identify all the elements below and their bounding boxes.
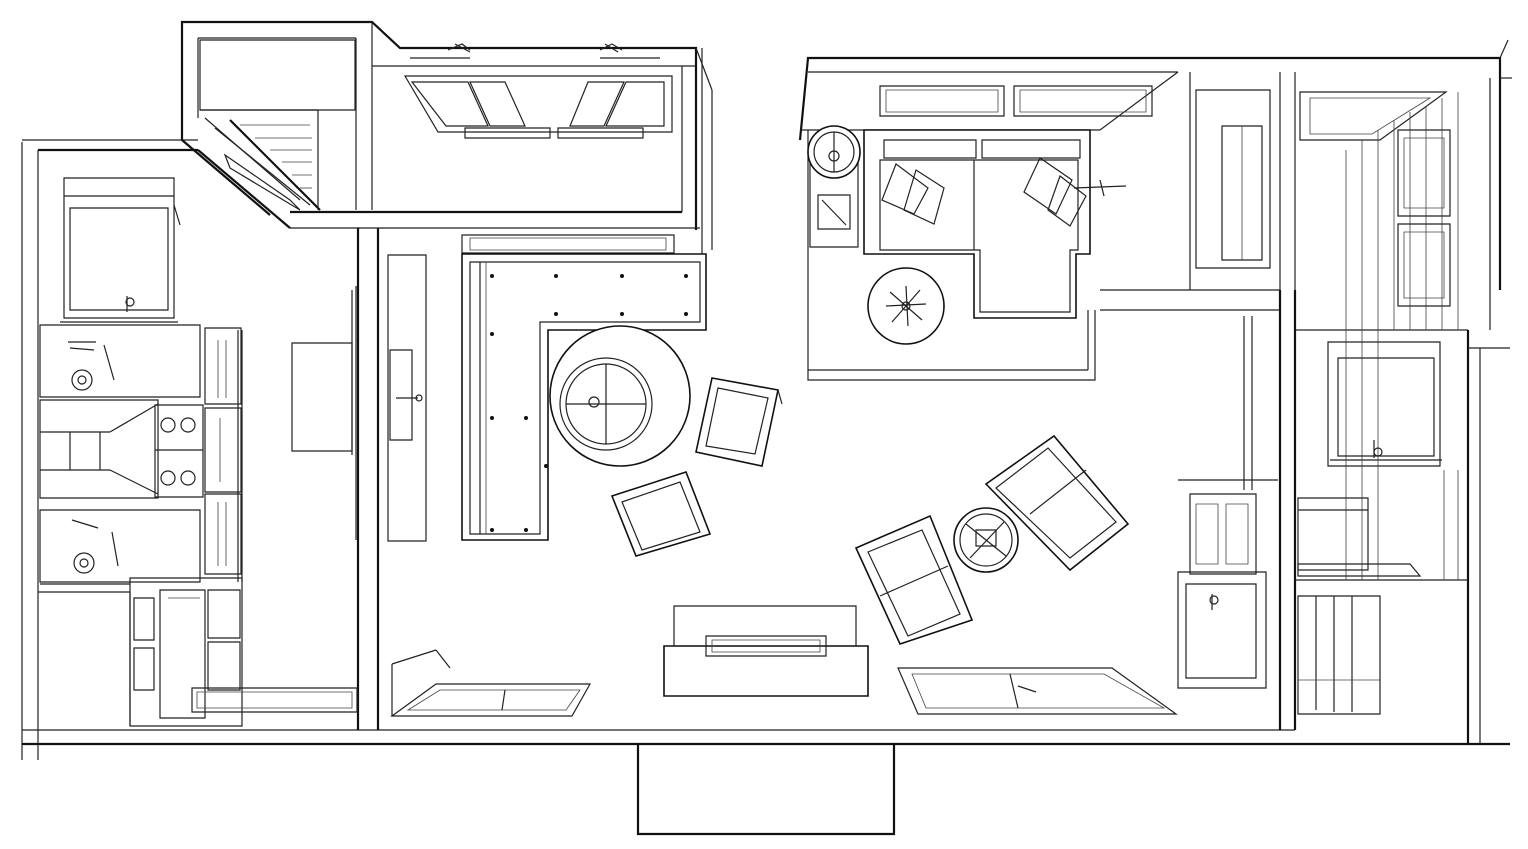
- sectional-sofa: [864, 130, 1126, 318]
- round-dining-table: [550, 326, 690, 466]
- range-hood: [40, 400, 158, 498]
- vertical-paneling: [1346, 92, 1458, 580]
- base-cabinets: [38, 578, 242, 726]
- living-rug: [808, 130, 1095, 380]
- dining-chair-bottom: [612, 472, 710, 556]
- side-room: [1298, 92, 1458, 714]
- bay-window-top: [405, 44, 672, 138]
- upper-cabinets: [40, 325, 241, 582]
- kitchen-window: [60, 178, 180, 322]
- living-top-window: [880, 86, 1152, 116]
- left-wall-detail: [238, 330, 242, 582]
- cooktop: [155, 405, 241, 497]
- armchair-left: [856, 516, 972, 644]
- armchair-right: [986, 436, 1128, 570]
- stair-alcove: [200, 40, 355, 210]
- living-room: [808, 86, 1278, 714]
- accent-side-table: [954, 508, 1018, 572]
- living-right-window: [1178, 316, 1278, 688]
- dining-chair-right: [696, 378, 782, 466]
- kitchen: [38, 178, 357, 726]
- side-room-shelving: [1298, 596, 1380, 714]
- interior-walls: [358, 228, 1468, 730]
- dining-window-bottom: [392, 650, 590, 716]
- kitchen-wall-window: [292, 286, 356, 540]
- side-room-bench: [1298, 498, 1420, 576]
- coffee-table: [868, 268, 944, 344]
- fireplace: [664, 606, 868, 696]
- exterior-walls: [22, 22, 1512, 834]
- side-room-upper-window: [1398, 130, 1450, 306]
- side-room-top-window: [1300, 92, 1446, 140]
- dining-area: [388, 235, 782, 716]
- window-top-dining: [462, 235, 674, 253]
- living-bottom-window: [898, 668, 1176, 714]
- side-room-mid-window: [1328, 342, 1442, 466]
- kitchen-sink-window: [388, 255, 426, 541]
- living-corner-cabinet: [1196, 90, 1270, 268]
- l-shaped-counter: [462, 254, 706, 540]
- kitchen-floor-mat: [192, 688, 357, 712]
- side-table-lamp: [808, 126, 860, 247]
